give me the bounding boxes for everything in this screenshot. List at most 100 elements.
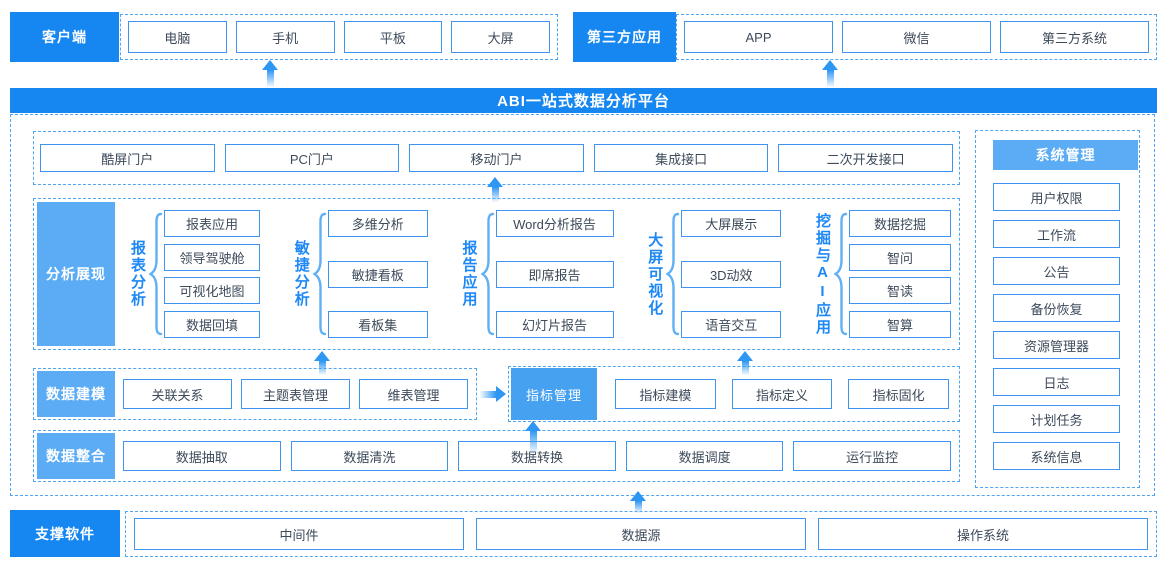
indicator-item-box: 指标建模 xyxy=(615,379,716,409)
analysis-item-box: 智算 xyxy=(849,310,951,338)
analysis-item-box: 敏捷看板 xyxy=(327,260,428,288)
system-item-box: 资源管理器 xyxy=(993,331,1120,359)
system-item-box: 计划任务 xyxy=(993,405,1120,433)
portal-box: 集成接口 xyxy=(593,144,769,172)
brace-icon xyxy=(312,212,327,336)
support-item-box: 操作系统 xyxy=(818,518,1148,550)
system-item-box: 公告 xyxy=(993,257,1120,285)
portal-box: 二次开发接口 xyxy=(778,144,953,172)
analysis-item-box: 可视化地图 xyxy=(164,277,260,305)
client-devices-box: 电脑手机平板大屏 xyxy=(120,14,558,60)
system-item-box: 系统信息 xyxy=(993,442,1120,470)
support-item-box: 中间件 xyxy=(134,518,464,550)
third-party-app-box: 第三方系统 xyxy=(1000,21,1149,53)
indicator-management-node: 指标管理 xyxy=(511,368,597,420)
up-arrow-icon xyxy=(525,421,541,453)
support-software-label: 支撑软件 xyxy=(10,510,120,557)
client-device-box: 电脑 xyxy=(128,21,227,53)
analysis-item-box: 智读 xyxy=(849,277,951,305)
up-arrow-icon xyxy=(822,60,838,87)
brace-icon xyxy=(666,212,680,336)
analysis-group-items: 多维分析敏捷看板看板集 xyxy=(327,210,428,338)
third-party-label: 第三方应用 xyxy=(573,12,676,62)
analysis-group-1: 报表分析 报表应用领导驾驶舱可视化地图数据回填 xyxy=(127,210,260,338)
analysis-item-box: 多维分析 xyxy=(327,210,428,237)
portal-box: PC门户 xyxy=(224,144,400,172)
up-arrow-icon xyxy=(314,351,330,375)
indicator-item-box: 指标定义 xyxy=(731,379,833,409)
integration-label: 数据整合 xyxy=(37,433,115,479)
modeling-item-box: 维表管理 xyxy=(359,379,468,409)
system-item-box: 工作流 xyxy=(993,220,1120,248)
client-label: 客户端 xyxy=(10,12,119,62)
analysis-group-4: 大屏可视化大屏展示 3D动效语音交互 xyxy=(644,210,782,338)
analysis-item-box: 大屏展示 xyxy=(681,210,782,237)
system-item-box: 日志 xyxy=(993,368,1120,396)
system-management-box xyxy=(975,130,1140,488)
brace-icon xyxy=(480,212,495,336)
platform-title-banner: ABI一站式数据分析平台 xyxy=(10,88,1157,113)
analysis-group-label: 报表分析 xyxy=(129,240,146,308)
modeling-right-box: 指标建模指标定义指标固化 xyxy=(508,366,960,422)
analysis-section-box: 报表分析报表应用领导驾驶舱可视化地图数据回填敏捷分析多维分析敏捷看板看板集报告应… xyxy=(33,198,960,350)
modeling-left-box: 关联关系主题表管理维表管理 xyxy=(33,368,477,420)
system-management-items: 用户权限工作流公告备份恢复资源管理器日志计划任务系统信息 xyxy=(993,183,1120,470)
client-device-box: 大屏 xyxy=(451,21,550,53)
portal-row-box: 酷屏门户 PC门户移动门户集成接口二次开发接口 xyxy=(33,131,960,185)
analysis-item-box: 数据挖掘 xyxy=(849,210,951,237)
analysis-group-items: 大屏展示 3D动效语音交互 xyxy=(681,210,782,338)
analysis-item-box: 语音交互 xyxy=(681,311,782,338)
portal-box: 移动门户 xyxy=(409,144,584,172)
brace-icon xyxy=(834,212,848,336)
analysis-item-box: Word分析报告 xyxy=(495,210,614,237)
integration-item-box: 数据抽取 xyxy=(123,441,281,471)
integration-item-box: 数据转换 xyxy=(458,441,616,471)
integration-box: 数据抽取数据清洗数据转换数据调度运行监控 xyxy=(33,430,960,482)
right-arrow-icon xyxy=(480,386,506,402)
portal-box: 酷屏门户 xyxy=(40,144,215,172)
analysis-group-items: 数据挖掘智问智读智算 xyxy=(849,210,951,338)
analysis-item-box: 看板集 xyxy=(327,311,428,338)
client-device-box: 手机 xyxy=(235,21,335,53)
analysis-group-label: 大屏可视化 xyxy=(646,231,664,317)
third-party-apps-box: APP 微信第三方系统 xyxy=(676,14,1157,60)
analysis-item-box: 即席报告 xyxy=(495,260,614,288)
analysis-item-box: 幻灯片报告 xyxy=(495,311,614,338)
up-arrow-icon xyxy=(630,491,646,513)
platform-outer-border xyxy=(10,114,1155,496)
modeling-item-box: 主题表管理 xyxy=(241,379,350,409)
analysis-item-box: 报表应用 xyxy=(164,210,260,237)
integration-item-box: 数据清洗 xyxy=(290,441,449,471)
third-party-app-box: 微信 xyxy=(842,21,991,53)
system-item-box: 用户权限 xyxy=(993,183,1120,211)
analysis-group-items: 报表应用领导驾驶舱可视化地图数据回填 xyxy=(164,210,260,338)
up-arrow-icon xyxy=(262,60,278,87)
analysis-group-5: 挖掘与AI应用 数据挖掘智问智读智算 xyxy=(812,210,951,338)
integration-item-box: 运行监控 xyxy=(793,441,951,471)
modeling-label: 数据建模 xyxy=(37,371,115,417)
client-device-box: 平板 xyxy=(343,21,443,53)
modeling-item-box: 关联关系 xyxy=(123,379,232,409)
support-item-box: 数据源 xyxy=(476,518,806,550)
up-arrow-icon xyxy=(737,351,753,375)
analysis-groups: 报表分析报表应用领导驾驶舱可视化地图数据回填敏捷分析多维分析敏捷看板看板集报告应… xyxy=(127,210,951,338)
analysis-group-2: 敏捷分析多维分析敏捷看板看板集 xyxy=(291,210,428,338)
support-software-box: 中间件数据源操作系统 xyxy=(125,511,1157,557)
analysis-item-box: 领导驾驶舱 xyxy=(164,243,260,271)
system-item-box: 备份恢复 xyxy=(993,294,1120,322)
brace-icon xyxy=(149,212,163,336)
analysis-group-items: Word分析报告即席报告幻灯片报告 xyxy=(495,210,614,338)
analysis-item-box: 3D动效 xyxy=(681,260,782,288)
third-party-app-box: APP xyxy=(684,21,833,53)
system-management-label: 系统管理 xyxy=(993,140,1138,170)
indicator-item-box: 指标固化 xyxy=(848,379,950,409)
analysis-group-label: 挖掘与AI应用 xyxy=(814,212,831,336)
analysis-item-box: 智问 xyxy=(849,243,951,271)
analysis-group-3: 报告应用 Word分析报告即席报告幻灯片报告 xyxy=(459,210,614,338)
analysis-group-label: 报告应用 xyxy=(460,240,478,308)
up-arrow-icon xyxy=(487,177,503,202)
analysis-item-box: 数据回填 xyxy=(164,310,260,338)
analysis-group-label: 敏捷分析 xyxy=(292,240,310,308)
analysis-label: 分析展现 xyxy=(37,202,115,346)
